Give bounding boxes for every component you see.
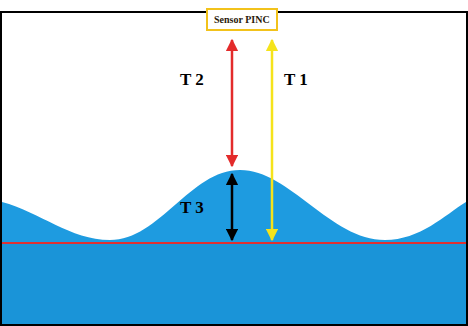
- reference-line: [2, 242, 466, 244]
- time-label: T 2: [180, 70, 204, 90]
- sensor-label: Sensor PINC: [214, 13, 270, 26]
- water-wave: [2, 170, 466, 324]
- frame: [1, 12, 467, 325]
- t1-arrow: [271, 40, 274, 240]
- t2-arrow: [231, 40, 234, 166]
- time-label: T 1: [284, 70, 308, 90]
- water-body: [2, 243, 466, 324]
- time-label: T 3: [180, 198, 204, 218]
- sensor-box: Sensor PINC: [206, 8, 278, 31]
- t3-arrow: [231, 174, 234, 240]
